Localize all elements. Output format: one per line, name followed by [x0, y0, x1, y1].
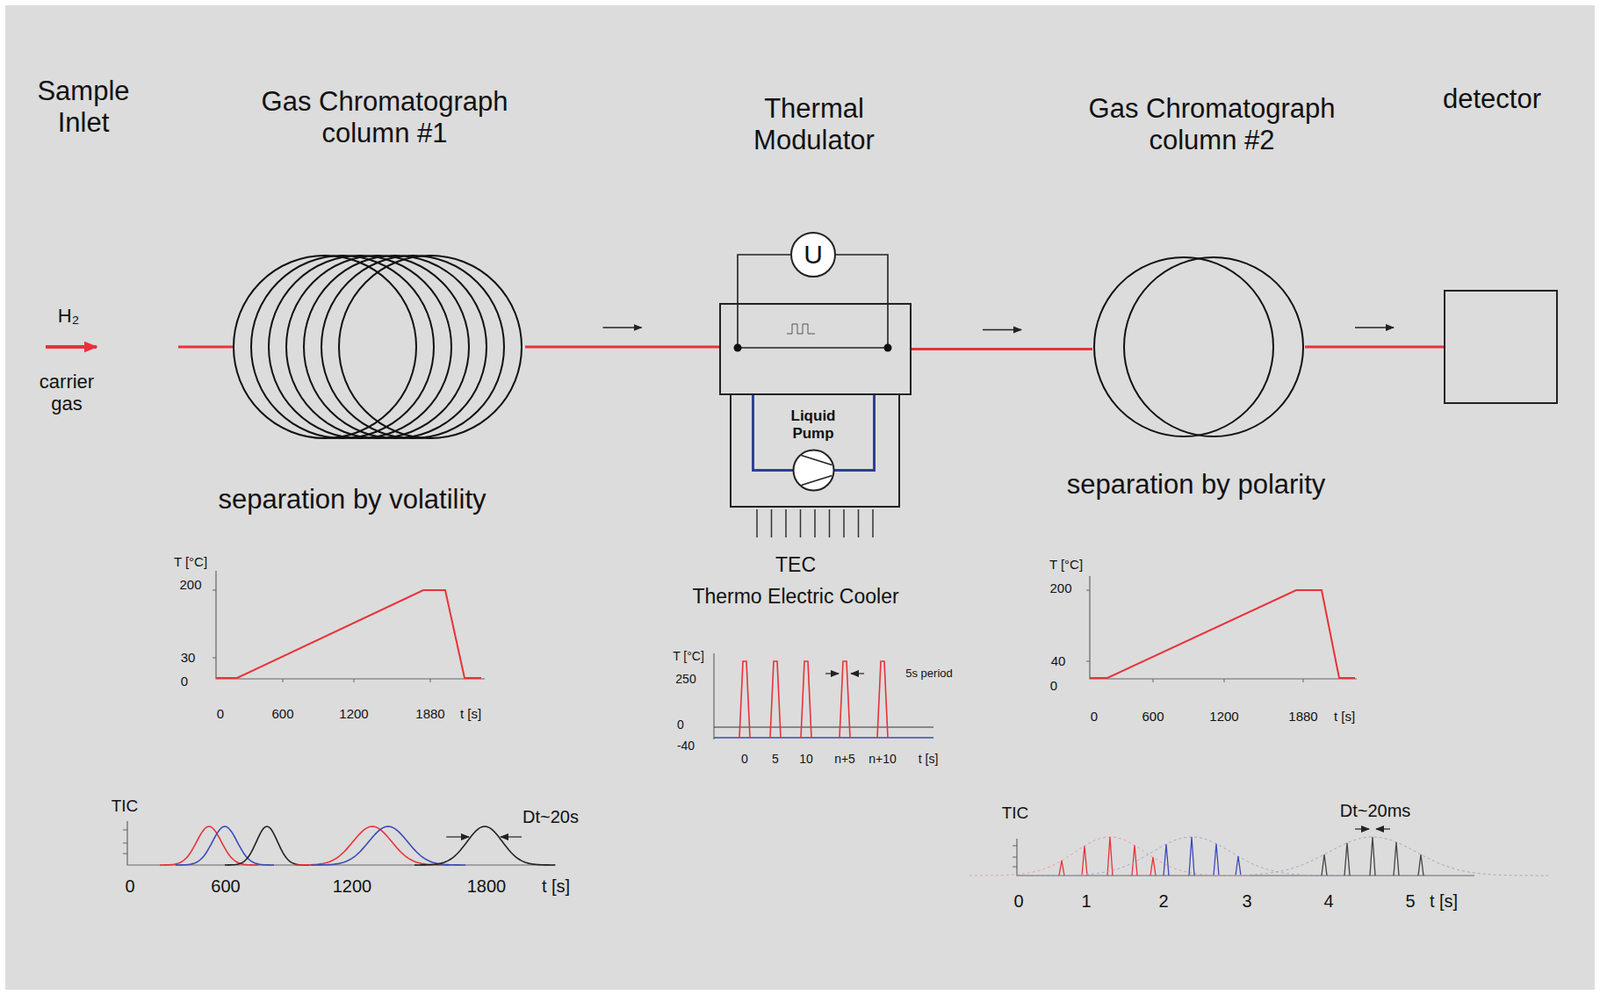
chart-label: 30 — [180, 649, 196, 665]
chart-label: t [s] — [1333, 708, 1355, 724]
temperature-chart — [212, 570, 485, 683]
chart-label: 0 — [1013, 891, 1024, 912]
detector-box: detector — [1443, 289, 1558, 404]
chart-label: 600 — [210, 876, 240, 897]
node-sublabel: separation by volatility — [218, 483, 487, 516]
node-label: Gas Chromatograph column #1 — [248, 86, 521, 149]
chart-label: 0 — [216, 706, 224, 721]
coil-outline — [1092, 254, 1305, 440]
gc-column-coil: Gas Chromatograph column #1separation by… — [230, 252, 526, 441]
chart-label: 1880 — [415, 706, 445, 721]
node-label: Liquid Pump — [782, 407, 844, 442]
chart-label: T [°C] — [672, 648, 705, 664]
chart-label: 0 — [180, 673, 188, 689]
chart-label: 0 — [677, 717, 685, 732]
chart-label: carrier gas — [31, 370, 102, 416]
cooler-fins — [756, 509, 873, 538]
chart-label: Sample Inlet — [26, 75, 141, 138]
chart-label: 0 — [741, 751, 749, 766]
chart-label: 600 — [1141, 708, 1164, 724]
node-label: Gas Chromatograph column #2 — [1075, 93, 1348, 156]
coil-outline — [230, 252, 526, 441]
chart-label: n+10 — [868, 751, 897, 766]
modulator-heater-wire — [737, 324, 888, 348]
chart-label: 10 — [799, 751, 814, 766]
flow-connector — [911, 330, 1093, 350]
chart-label: t [s] — [541, 876, 570, 897]
chart-label: -40 — [677, 738, 695, 753]
chart-label: 5s period — [905, 667, 952, 681]
chart-label: Dt~20s — [522, 807, 579, 828]
chart-label: 1200 — [338, 706, 368, 721]
chart-label: 600 — [271, 706, 294, 721]
chart-label: 40 — [1051, 653, 1067, 669]
chart-label: 1200 — [1209, 708, 1239, 724]
chart-label: 5 — [1405, 891, 1415, 912]
temperature-chart — [1086, 576, 1357, 683]
chart-label: n+5 — [834, 751, 856, 766]
chart-label: 250 — [675, 671, 696, 686]
modulator-box: Thermal Modulator — [719, 302, 912, 396]
chart-label: 200 — [179, 576, 202, 592]
node-sublabel: separation by polarity — [1066, 468, 1327, 501]
node-label: detector — [1442, 83, 1542, 116]
tec-box: TECThermo Electric CoolerLiquid Pump — [729, 393, 901, 508]
chart-label: 0 — [124, 876, 135, 897]
chromatogram — [122, 821, 556, 865]
chart-label: 1200 — [332, 876, 373, 897]
chart-label: 200 — [1049, 580, 1072, 596]
chart-label: TIC — [111, 796, 139, 816]
chart-label: 1 — [1081, 891, 1091, 912]
chart-label: 1880 — [1288, 708, 1318, 724]
chart-label: 3 — [1241, 891, 1252, 912]
inlet-arrow — [45, 345, 97, 349]
chart-label: 2 — [1158, 891, 1168, 912]
inlet-line — [178, 345, 234, 349]
chart-label: Dt~20ms — [1340, 800, 1412, 822]
gc-column-coil: Gas Chromatograph column #2separation by… — [1092, 254, 1305, 440]
chart-label: T [°C] — [1049, 556, 1083, 572]
chart-label: T [°C] — [173, 554, 208, 570]
node-label: Thermal Modulator — [726, 93, 902, 156]
flow-connector — [1304, 327, 1444, 347]
chart-label: 5 — [771, 751, 779, 766]
chart-label: 0 — [1050, 677, 1058, 693]
voltage-source-circle: U — [790, 231, 837, 278]
chromatogram — [969, 828, 1549, 876]
node-label: U — [803, 239, 823, 271]
chart-label: TIC — [1001, 803, 1030, 823]
node-sublabel: Thermo Electric Cooler — [691, 584, 899, 608]
chart-label: 4 — [1323, 891, 1334, 912]
chart-label: 1800 — [467, 876, 507, 897]
node-label: TEC — [775, 553, 816, 577]
chart-label: t [s] — [460, 706, 482, 721]
liquid-pump-loop: Liquid Pump — [751, 395, 876, 472]
chart-label: H₂ — [57, 304, 80, 327]
chart-label: t [s] — [1429, 891, 1458, 912]
chart-label: 0 — [1090, 708, 1098, 724]
flow-connector — [525, 327, 720, 347]
modulation-chart — [713, 653, 934, 740]
chart-label: t [s] — [918, 751, 939, 766]
